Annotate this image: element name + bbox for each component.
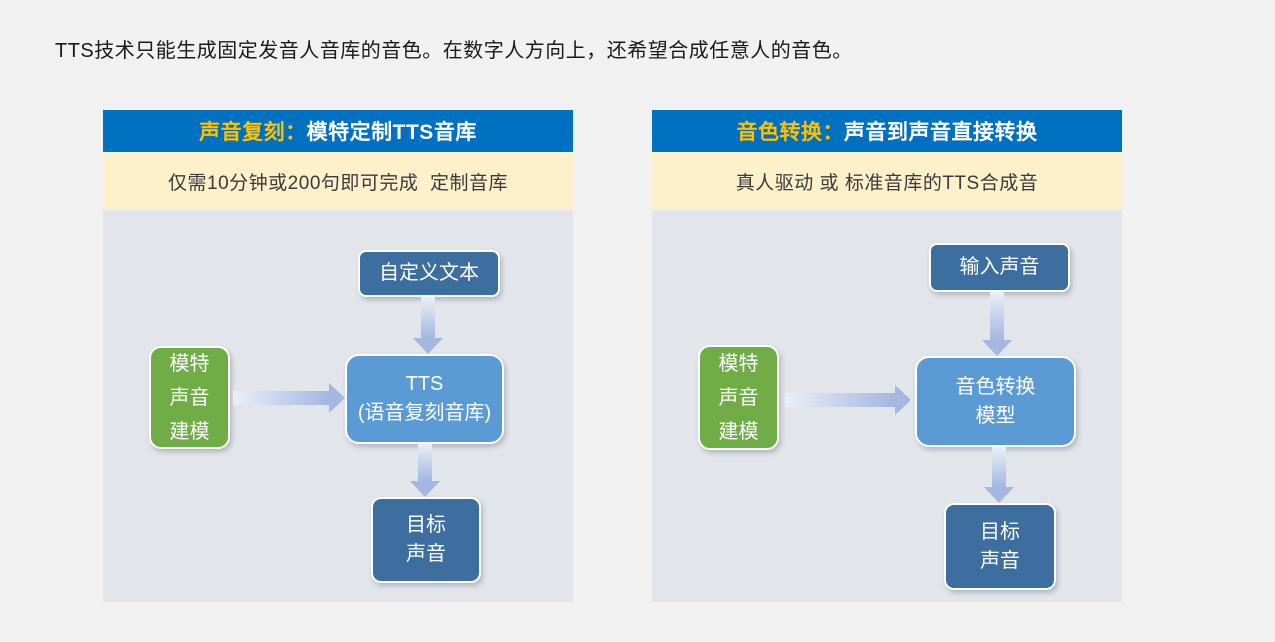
input-voice-label: 输入声音	[959, 256, 1040, 278]
arrow-right-icon	[233, 391, 329, 405]
arrow-right-icon	[785, 393, 895, 407]
panel-voice-conversion-title: 音色转换：声音到声音直接转换	[652, 110, 1122, 152]
arrow-down-icon	[990, 292, 1004, 340]
model-voice-modeling-node: 模特 声音 建模	[149, 346, 230, 449]
tts-line-1: TTS	[405, 373, 444, 395]
panel-voice-conversion: 音色转换：声音到声音直接转换 真人驱动 或 标准音库的TTS合成音 输入声音 模…	[652, 110, 1122, 602]
arrow-right-head-icon	[329, 383, 345, 413]
arrow-down-head-icon	[413, 338, 443, 354]
title-rest: 模特定制TTS音库	[306, 121, 477, 144]
target-line-1: 目标	[980, 520, 1020, 543]
panel-voice-conversion-flowchart: 输入声音 模特 声音 建模 音色转换 模型 目标 声音	[652, 210, 1122, 602]
conversion-line-1: 音色转换	[955, 375, 1036, 398]
target-voice-node: 目标 声音	[944, 503, 1056, 590]
arrow-down-icon	[992, 447, 1006, 487]
arrow-down-icon	[418, 444, 432, 481]
model-line-2: 声音	[169, 386, 210, 409]
arrow-down-head-icon	[410, 481, 440, 497]
arrow-down-icon	[421, 297, 435, 338]
custom-text-label: 自定义文本	[379, 262, 479, 284]
panel-voice-cloning-title: 声音复刻：模特定制TTS音库	[103, 110, 573, 152]
target-line-2: 声音	[406, 543, 446, 565]
model-line-1: 模特	[718, 352, 759, 375]
model-line-1: 模特	[169, 352, 210, 375]
title-highlight: 声音复刻：	[199, 121, 307, 144]
model-line-3: 建模	[718, 420, 759, 443]
model-voice-modeling-node: 模特 声音 建模	[698, 345, 779, 450]
arrow-down-head-icon	[984, 487, 1014, 503]
panel-voice-cloning: 声音复刻：模特定制TTS音库 仅需10分钟或200句即可完成 定制音库 自定义文…	[103, 110, 573, 602]
model-line-3: 建模	[169, 420, 210, 443]
target-line-2: 声音	[980, 549, 1020, 572]
intro-text: TTS技术只能生成固定发音人音库的音色。在数字人方向上，还希望合成任意人的音色。	[55, 40, 853, 62]
target-voice-node: 目标 声音	[371, 497, 481, 583]
model-line-2: 声音	[718, 386, 759, 409]
arrow-right-head-icon	[895, 385, 911, 415]
panel-voice-cloning-subtitle: 仅需10分钟或200句即可完成 定制音库	[103, 152, 573, 210]
tts-node: TTS (语音复刻音库)	[345, 354, 504, 444]
conversion-model-node: 音色转换 模型	[915, 356, 1076, 447]
panel-voice-cloning-flowchart: 自定义文本 模特 声音 建模 TTS (语音复刻音库) 目标 声音	[103, 210, 573, 602]
custom-text-node: 自定义文本	[358, 250, 500, 297]
conversion-line-2: 模型	[975, 404, 1016, 427]
target-line-1: 目标	[406, 514, 446, 536]
input-voice-node: 输入声音	[929, 243, 1070, 292]
title-highlight: 音色转换：	[736, 121, 844, 144]
panel-voice-conversion-subtitle: 真人驱动 或 标准音库的TTS合成音	[652, 152, 1122, 210]
tts-line-2: (语音复刻音库)	[357, 402, 492, 424]
title-rest: 声音到声音直接转换	[844, 121, 1038, 144]
arrow-down-head-icon	[982, 340, 1012, 356]
